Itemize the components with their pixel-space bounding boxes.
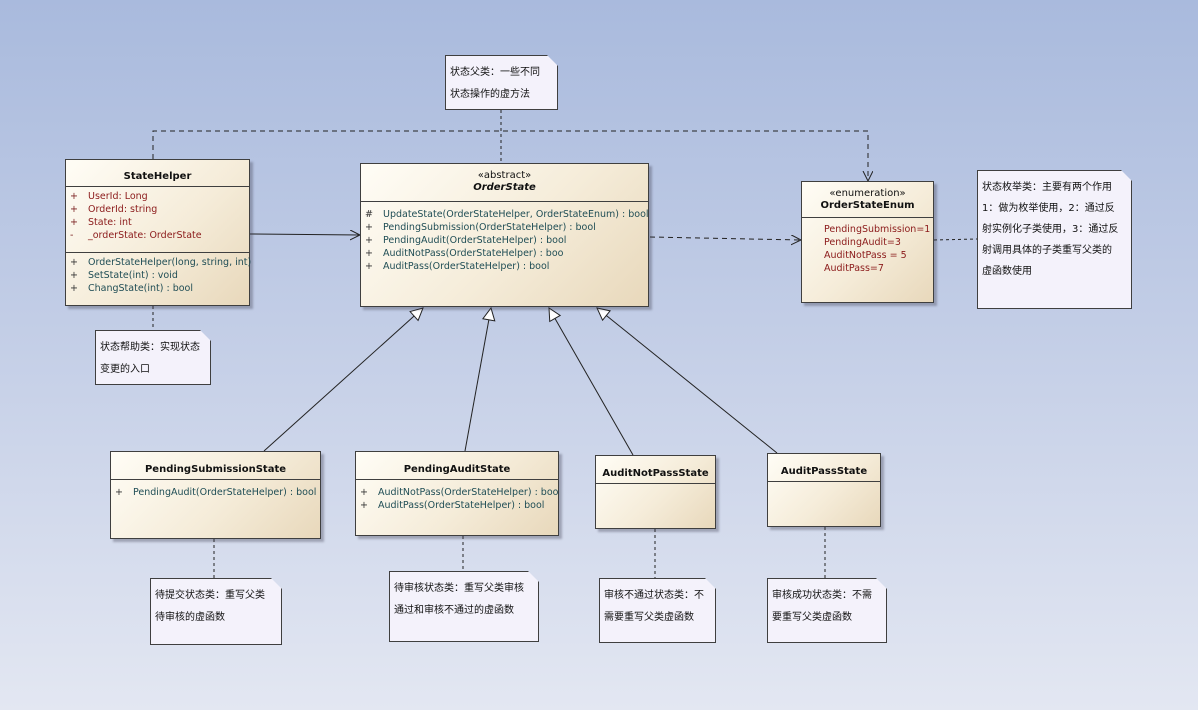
operation-row: +AuditNotPass(OrderStateHelper) : boo [360,487,559,498]
class-order-state-stereotype: «abstract» [477,170,532,181]
class-state-helper-attributes: +UserId: Long +OrderId: string +State: i… [66,187,249,253]
generalization-audit-pass [596,307,778,454]
class-audit-not-pass-state-header: AuditNotPassState [596,456,715,484]
note-pending-submission-text: 待提交状态类：重写父类待审核的虚函数 [155,590,265,623]
class-order-state-name: OrderState [473,182,536,193]
attribute-text: _orderState: OrderState [88,230,202,241]
operation-text: OrderStateHelper(long, string, int) [88,257,252,268]
class-state-helper-header: StateHelper [66,160,249,187]
operation-row: +AuditNotPass(OrderStateHelper) : boo [365,248,564,259]
class-pending-submission-state[interactable]: PendingSubmissionState +PendingAudit(Ord… [110,451,321,539]
class-order-state-operations: #UpdateState(OrderStateHelper, OrderStat… [361,202,649,276]
operation-row: +ChangState(int) : bool [70,283,194,294]
note-pending-submission[interactable]: 待提交状态类：重写父类待审核的虚函数 [150,578,282,645]
operation-row: +PendingSubmission(OrderStateHelper) : b… [365,222,596,233]
note-pending-audit-text: 待审核状态类：重写父类审核通过和审核不通过的虚函数 [394,583,524,616]
operation-row: +PendingAudit(OrderStateHelper) : bool [115,487,317,498]
operation-row: +PendingAudit(OrderStateHelper) : bool [365,235,567,246]
enum-literal: AuditPass=7 [824,263,884,274]
note-audit-not-pass-text: 审核不通过状态类：不需要重写父类虚函数 [604,590,704,623]
note-anchor-enum [933,238,978,241]
enum-literal: PendingSubmission=1 [824,224,931,235]
class-state-helper-operations: +OrderStateHelper(long, string, int) +Se… [66,253,252,298]
attribute-row: +State: int [70,217,132,228]
note-state-helper[interactable]: 状态帮助类：实现状态变更的入口 [95,330,211,385]
note-audit-not-pass[interactable]: 审核不通过状态类：不需要重写父类虚函数 [599,578,716,643]
operation-text: AuditNotPass(OrderStateHelper) : boo [378,487,559,498]
class-order-state-enum-header: «enumeration» OrderStateEnum [802,182,933,218]
operation-row: +AuditPass(OrderStateHelper) : bool [360,500,545,511]
operation-row: +AuditPass(OrderStateHelper) : bool [365,261,550,272]
operation-row: +OrderStateHelper(long, string, int) [70,257,252,268]
class-pending-audit-state-name: PendingAuditState [403,464,511,475]
attribute-row: -_orderState: OrderState [70,230,202,241]
class-audit-not-pass-state[interactable]: AuditNotPassState [595,455,716,529]
class-order-state-enum-name: OrderStateEnum [820,200,915,211]
operation-text: PendingAudit(OrderStateHelper) : bool [383,235,567,246]
class-pending-audit-state-operations: +AuditNotPass(OrderStateHelper) : boo +A… [356,480,558,515]
attribute-text: State: int [88,217,132,228]
note-pending-audit[interactable]: 待审核状态类：重写父类审核通过和审核不通过的虚函数 [389,571,539,642]
class-audit-not-pass-state-name: AuditNotPassState [602,468,709,479]
generalization-pending-audit [464,306,496,452]
class-pending-audit-state-header: PendingAuditState [356,452,558,480]
class-state-helper[interactable]: StateHelper +UserId: Long +OrderId: stri… [65,159,252,306]
note-state-parent[interactable]: 状态父类：一些不同状态操作的虚方法 [445,55,558,110]
class-order-state-header: «abstract» OrderState [361,164,648,202]
class-order-state-enum-stereotype: «enumeration» [829,188,906,199]
class-pending-submission-state-operations: +PendingAudit(OrderStateHelper) : bool [111,480,320,502]
class-state-helper-name: StateHelper [123,171,192,182]
class-order-state[interactable]: «abstract» OrderState #UpdateState(Order… [360,163,649,307]
operation-row: +SetState(int) : void [70,270,178,281]
class-audit-pass-state[interactable]: AuditPassState [767,453,881,527]
note-enum[interactable]: 状态枚举类：主要有两个作用 1：做为枚举使用，2：通过反射实例化子类使用，3：通… [977,170,1132,309]
generalization-audit-not-pass [548,307,634,456]
note-state-helper-text: 状态帮助类：实现状态变更的入口 [100,342,200,375]
operation-text: UpdateState(OrderStateHelper, OrderState… [383,209,649,220]
helper-to-enum-dependency [152,130,868,181]
note-state-parent-text: 状态父类：一些不同状态操作的虚方法 [450,67,540,100]
operation-text: AuditNotPass(OrderStateHelper) : boo [383,248,564,259]
operation-text: PendingAudit(OrderStateHelper) : bool [133,487,317,498]
class-pending-submission-state-header: PendingSubmissionState [111,452,320,480]
attribute-text: OrderId: string [88,204,158,215]
enum-literal: PendingAudit=3 [824,237,901,248]
class-audit-pass-state-header: AuditPassState [768,454,880,482]
orderstate-to-enum-dependency [649,237,801,240]
enum-literal: AuditNotPass = 5 [824,250,907,261]
attribute-row: +OrderId: string [70,204,158,215]
note-audit-pass-text: 审核成功状态类：不需要重写父类虚函数 [772,590,872,623]
operation-row: #UpdateState(OrderStateHelper, OrderStat… [365,209,649,220]
class-order-state-enum-literals: PendingSubmission=1 PendingAudit=3 Audit… [802,218,933,278]
attribute-row: +UserId: Long [70,191,148,202]
operation-text: ChangState(int) : bool [88,283,194,294]
generalization-pending-submission [263,307,424,452]
helper-to-orderstate-association [249,234,360,235]
class-audit-pass-state-name: AuditPassState [780,466,868,477]
operation-text: AuditPass(OrderStateHelper) : bool [378,500,545,511]
note-enum-text: 状态枚举类：主要有两个作用 1：做为枚举使用，2：通过反射实例化子类使用，3：通… [982,182,1119,277]
class-pending-submission-state-name: PendingSubmissionState [144,464,287,475]
class-order-state-enum[interactable]: «enumeration» OrderStateEnum PendingSubm… [801,181,934,303]
operation-text: AuditPass(OrderStateHelper) : bool [383,261,550,272]
note-audit-pass[interactable]: 审核成功状态类：不需要重写父类虚函数 [767,578,887,643]
operation-text: PendingSubmission(OrderStateHelper) : bo… [383,222,596,233]
operation-text: SetState(int) : void [88,270,178,281]
attribute-text: UserId: Long [88,191,148,202]
class-pending-audit-state[interactable]: PendingAuditState +AuditNotPass(OrderSta… [355,451,559,536]
